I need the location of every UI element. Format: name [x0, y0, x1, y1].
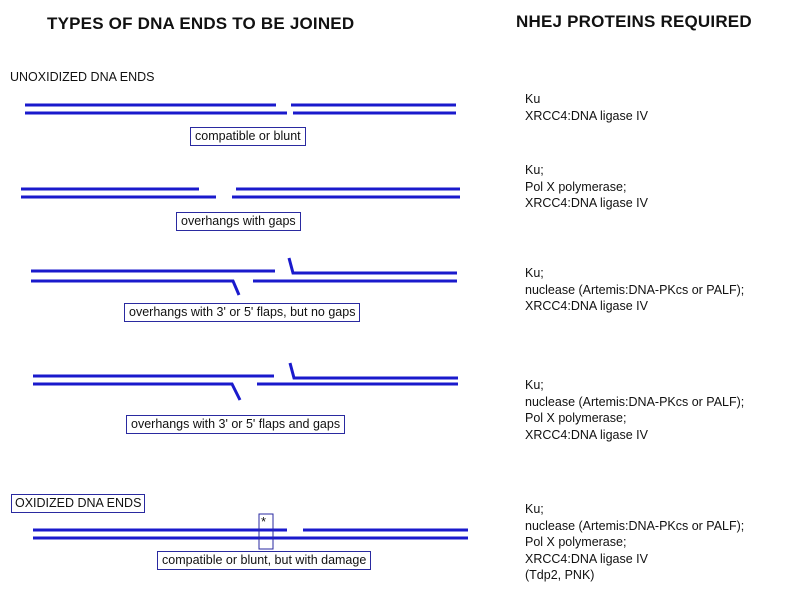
proteins-row-5: Ku; nuclease (Artemis:DNA-PKcs or PALF);…: [525, 501, 744, 584]
protein-item: XRCC4:DNA ligase IV: [525, 551, 648, 566]
proteins-row-3: Ku; nuclease (Artemis:DNA-PKcs or PALF);…: [525, 265, 744, 315]
left-column-header: TYPES OF DNA ENDS TO BE JOINED: [47, 14, 355, 33]
dna-duplex-overhangs-gaps: [21, 187, 460, 199]
right-column-header: NHEJ PROTEINS REQUIRED: [516, 12, 752, 31]
dna-duplex-flaps-gaps: [33, 362, 458, 401]
protein-item: (Tdp2, PNK): [525, 568, 595, 582]
row-label-damaged: compatible or blunt, but with damage: [157, 551, 372, 570]
protein-item: Ku;: [525, 163, 544, 177]
damage-asterisk: *: [261, 514, 267, 529]
damage-site-box: [258, 513, 274, 550]
dna-duplex-compatible-blunt: [25, 103, 456, 115]
protein-item: Ku;: [525, 502, 544, 516]
protein-item: Pol X polymerase;: [525, 411, 627, 425]
proteins-row-2: Ku; Pol X polymerase; XRCC4:DNA ligase I…: [525, 162, 648, 212]
protein-item: Pol X polymerase;: [525, 179, 627, 194]
row-label-compatible-blunt: compatible or blunt: [190, 127, 306, 146]
protein-item: Pol X polymerase;: [525, 535, 627, 549]
proteins-row-1: Ku XRCC4:DNA ligase IV: [525, 91, 648, 124]
protein-item: Ku;: [525, 378, 544, 392]
section-unoxidized-label: UNOXIDIZED DNA ENDS: [10, 70, 155, 84]
row-label-overhangs-gaps: overhangs with gaps: [176, 212, 301, 231]
row-label-flaps-gaps: overhangs with 3' or 5' flaps and gaps: [126, 415, 346, 434]
protein-item: XRCC4:DNA ligase IV: [525, 299, 648, 313]
protein-item: Ku;: [525, 266, 544, 280]
protein-item: nuclease (Artemis:DNA-PKcs or PALF);: [525, 282, 745, 297]
protein-item: XRCC4:DNA ligase IV: [525, 196, 648, 210]
row-label-flaps-no-gaps: overhangs with 3' or 5' flaps, but no ga…: [124, 303, 361, 322]
protein-item: XRCC4:DNA ligase IV: [525, 108, 648, 123]
protein-item: nuclease (Artemis:DNA-PKcs or PALF);: [525, 518, 745, 533]
dna-duplex-flaps-no-gaps: [31, 257, 457, 296]
proteins-row-4: Ku; nuclease (Artemis:DNA-PKcs or PALF);…: [525, 377, 744, 443]
protein-item: nuclease (Artemis:DNA-PKcs or PALF);: [525, 394, 745, 409]
dna-duplex-damaged: [33, 528, 468, 540]
protein-item: XRCC4:DNA ligase IV: [525, 427, 648, 442]
protein-item: Ku: [525, 92, 541, 106]
section-oxidized-label: OXIDIZED DNA ENDS: [11, 494, 146, 513]
